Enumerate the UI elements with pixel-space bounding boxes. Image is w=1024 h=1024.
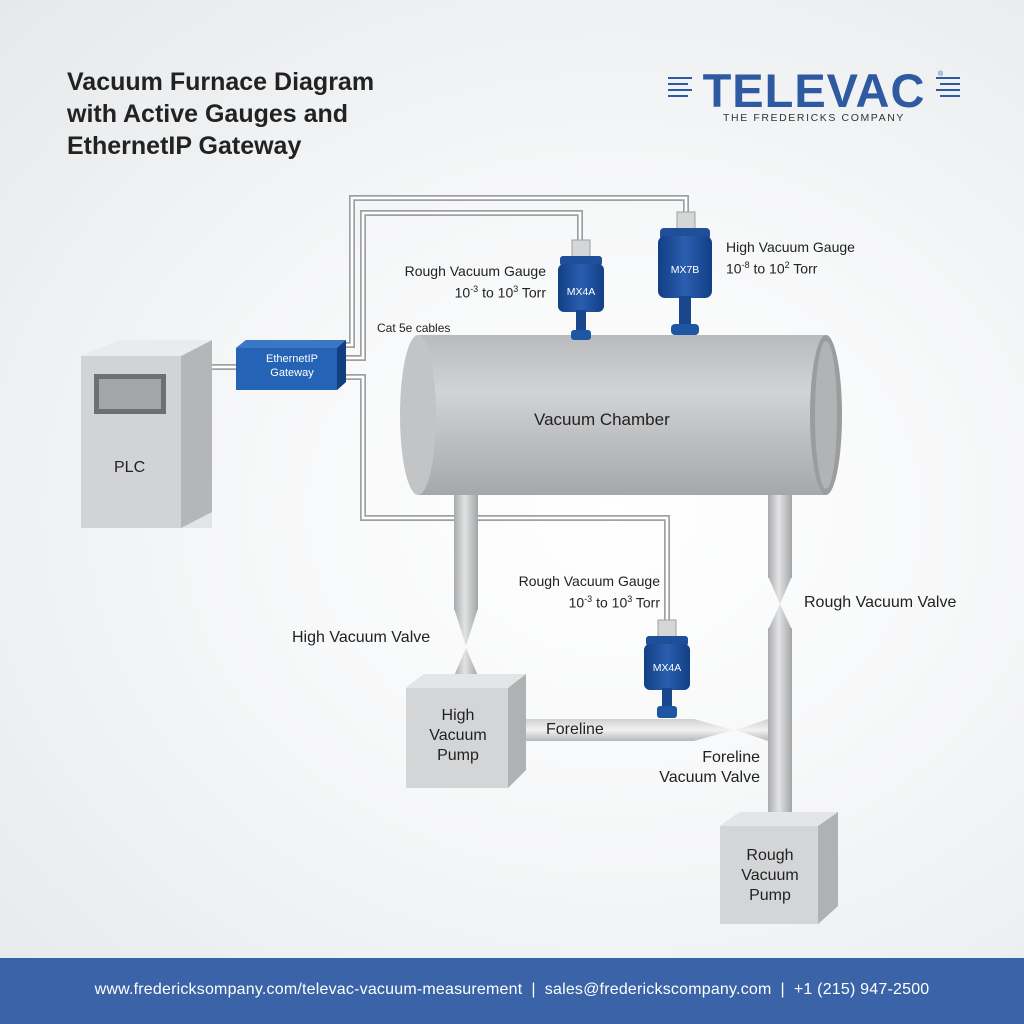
gateway-label: EthernetIP Gateway bbox=[237, 352, 347, 380]
svg-text:®: ® bbox=[938, 70, 944, 78]
high-gauge-title: High Vacuum Gauge bbox=[726, 239, 855, 255]
rough-gauge-foreline-range: 10-3 to 103 Torr bbox=[568, 594, 660, 611]
high-vacuum-gauge-top bbox=[658, 211, 712, 335]
hv-pump-line2: Vacuum bbox=[429, 727, 487, 744]
ethernetip-gateway-box bbox=[236, 340, 346, 390]
high-vacuum-pump-label: High Vacuum Pump bbox=[418, 706, 498, 766]
rough-gauge-top-range: 10-3 to 103 Torr bbox=[454, 284, 546, 301]
diagram-title: Vacuum Furnace Diagram with Active Gauge… bbox=[67, 66, 374, 162]
gateway-label-line2: Gateway bbox=[270, 367, 314, 379]
rough-gauge-foreline-label: Rough Vacuum Gauge 10-3 to 103 Torr bbox=[492, 572, 660, 612]
rv-pump-line3: Pump bbox=[749, 887, 791, 904]
gateway-label-line1: EthernetIP bbox=[266, 353, 318, 365]
foreline-valve-line2: Vacuum Valve bbox=[659, 769, 760, 786]
high-gauge-range: 10-8 to 102 Torr bbox=[726, 260, 818, 277]
cables-label: Cat 5e cables bbox=[377, 321, 451, 335]
logo-tagline: THE FREDERICKS COMPANY bbox=[723, 112, 906, 124]
vacuum-system-diagram bbox=[81, 195, 842, 924]
title-line-2: with Active Gauges and bbox=[67, 100, 349, 128]
chamber-label: Vacuum Chamber bbox=[534, 410, 670, 429]
hv-pump-line3: Pump bbox=[437, 747, 479, 764]
foreline-valve-label: Foreline Vacuum Valve bbox=[640, 748, 760, 788]
rough-gauge-foreline-title: Rough Vacuum Gauge bbox=[518, 573, 660, 589]
high-vacuum-pump bbox=[406, 674, 526, 788]
rough-gauge-top-title: Rough Vacuum Gauge bbox=[404, 263, 546, 279]
high-gauge-label: High Vacuum Gauge 10-8 to 102 Torr bbox=[726, 238, 855, 278]
footer-phone[interactable]: +1 (215) 947-2500 bbox=[793, 981, 930, 998]
gauge-model-mx4a-foreline: MX4A bbox=[652, 662, 682, 674]
rough-vacuum-gauge-foreline bbox=[644, 619, 690, 718]
rv-pump-line1: Rough bbox=[746, 847, 794, 864]
foreline-label: Foreline bbox=[546, 721, 604, 738]
footer-contact: www.fredericksompany.com/televac-vacuum-… bbox=[94, 981, 930, 998]
footer-bar bbox=[0, 958, 1024, 1024]
title-line-3: EthernetIP Gateway bbox=[67, 132, 302, 160]
rough-vacuum-pump bbox=[720, 812, 838, 924]
title-line-1: Vacuum Furnace Diagram bbox=[67, 68, 375, 96]
hv-pump-line1: High bbox=[441, 707, 475, 724]
rough-vacuum-gauge-top bbox=[558, 239, 604, 340]
footer-website-link[interactable]: www.fredericksompany.com/televac-vacuum-… bbox=[94, 981, 523, 998]
plc-label: PLC bbox=[114, 459, 146, 476]
gauge-model-mx4a-top: MX4A bbox=[566, 286, 596, 298]
rough-vacuum-valve-label: Rough Vacuum Valve bbox=[804, 594, 957, 611]
gauge-model-mx7b: MX7B bbox=[670, 264, 700, 276]
televac-logo: TELEVAC ® bbox=[668, 64, 960, 117]
plc-cabinet bbox=[81, 340, 212, 528]
footer-email-link[interactable]: sales@frederickscompany.com bbox=[544, 981, 772, 998]
rv-pump-line2: Vacuum bbox=[741, 867, 799, 884]
foreline-valve-line1: Foreline bbox=[702, 749, 760, 766]
high-vacuum-valve-label: High Vacuum Valve bbox=[292, 629, 431, 646]
vacuum-chamber bbox=[400, 335, 842, 495]
rough-gauge-top-label: Rough Vacuum Gauge 10-3 to 103 Torr bbox=[378, 262, 546, 302]
rough-vacuum-pump-label: Rough Vacuum Pump bbox=[730, 846, 810, 906]
svg-text:TELEVAC: TELEVAC bbox=[703, 64, 926, 117]
